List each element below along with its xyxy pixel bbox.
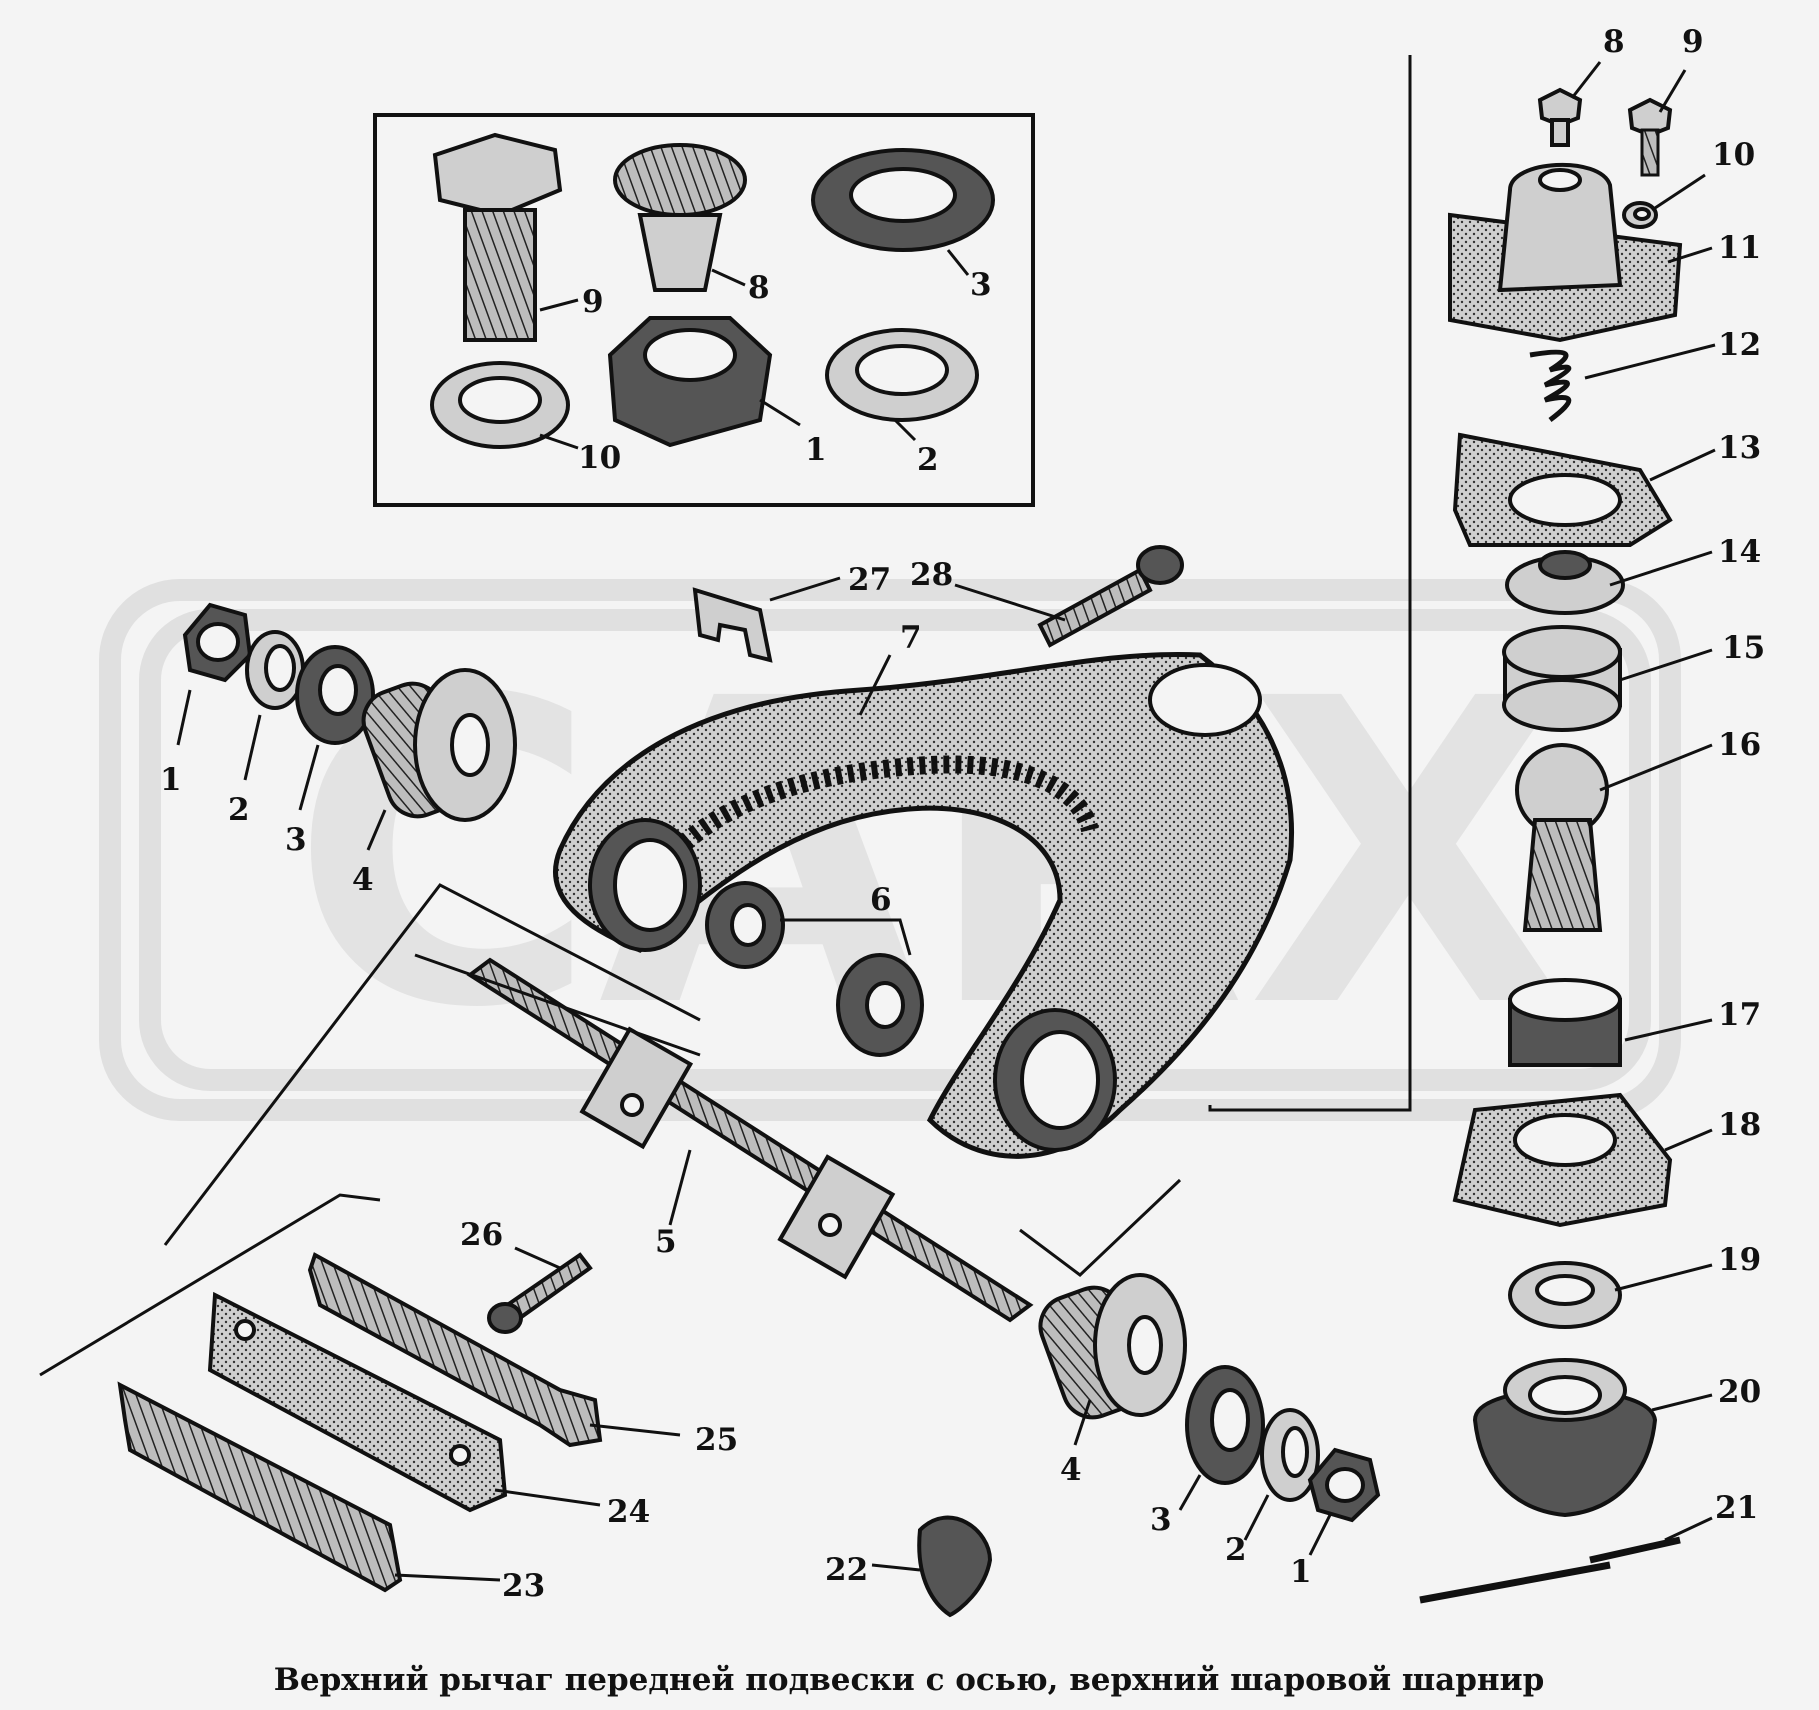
spring-washer-right-icon [1260, 1408, 1320, 1502]
callout-arm-28: 28 [910, 557, 953, 593]
spring-washer-10-icon [430, 361, 570, 449]
callout-plate-24: 24 [607, 1494, 650, 1530]
callout-labels: 9 8 3 10 1 2 1 2 3 4 27 28 7 6 5 26 25 2… [160, 24, 1765, 1604]
cover-11-icon [1448, 162, 1683, 343]
seat-14-icon [1505, 550, 1625, 615]
lock-washer-10-icon [1622, 201, 1658, 229]
nut-left-icon [182, 602, 253, 683]
callout-joint-20: 20 [1718, 1374, 1761, 1410]
bushing-right-icon [1038, 1273, 1187, 1420]
callout-inset-8: 8 [748, 270, 770, 306]
screw-9-icon [1627, 97, 1673, 177]
nut-right-icon [1307, 1447, 1381, 1523]
callout-arm-6: 6 [870, 882, 892, 918]
inset-frame [373, 113, 1035, 507]
ring-19-icon [1508, 1261, 1622, 1329]
housing-18-icon [1452, 1092, 1673, 1228]
callout-inset-1: 1 [805, 432, 827, 468]
lock-plate-23-icon [117, 1381, 403, 1593]
bolt-9-icon [432, 132, 563, 342]
callout-inset-9: 9 [582, 284, 604, 320]
bushing-left-icon [361, 668, 517, 822]
bolt-8-icon [613, 143, 747, 292]
clip-27-icon [692, 587, 773, 663]
callout-shaft-5: 5 [655, 1224, 677, 1260]
spring-washer-left-icon [245, 630, 305, 710]
gasket-13-icon [1452, 432, 1673, 547]
callout-inset-3: 3 [970, 267, 992, 303]
assembly-guide-lines [39, 55, 1412, 1377]
callout-joint-9: 9 [1682, 24, 1704, 60]
callout-plate-23: 23 [502, 1568, 545, 1604]
callout-right-4: 4 [1060, 1452, 1082, 1488]
callout-joint-15: 15 [1722, 630, 1765, 666]
callout-left-3: 3 [285, 822, 307, 858]
bolt-26-icon [487, 1252, 593, 1334]
flat-washer-left-icon [295, 645, 375, 745]
callout-joint-16: 16 [1718, 727, 1761, 763]
callout-joint-11: 11 [1718, 230, 1761, 266]
diagram-caption: Верхний рычаг передней подвески с осью, … [274, 1662, 1545, 1698]
shaft-5 [466, 957, 1034, 1323]
callout-joint-18: 18 [1718, 1107, 1761, 1143]
callout-joint-8: 8 [1603, 24, 1625, 60]
screw-8-icon [1537, 87, 1583, 147]
flat-washer-right-icon [1185, 1365, 1265, 1485]
fasteners-inset [373, 113, 1035, 507]
lock-plate-25-icon [307, 1252, 603, 1448]
bushing-17-icon [1508, 978, 1622, 1067]
callout-inset-2: 2 [917, 442, 939, 478]
pins-21-icon [1419, 1536, 1681, 1604]
lock-plate-24-icon [207, 1291, 508, 1513]
callout-arm-7: 7 [900, 620, 922, 656]
flat-washer-3-icon [811, 148, 995, 252]
spring-washer-2-icon [825, 328, 979, 422]
ball-pin-16-icon [1515, 743, 1609, 932]
callout-right-2: 2 [1225, 1532, 1247, 1568]
spring-12-icon [1529, 349, 1572, 422]
callout-joint-10: 10 [1712, 137, 1755, 173]
callout-joint-17: 17 [1718, 997, 1761, 1033]
right-bushing-set [1038, 1273, 1381, 1556]
ball-joint-stack [1419, 61, 1716, 1604]
callout-inset-10: 10 [578, 440, 621, 476]
left-bushing-set [176, 602, 517, 851]
callout-right-3: 3 [1150, 1502, 1172, 1538]
callout-joint-13: 13 [1718, 430, 1761, 466]
bolt-28-icon [1037, 545, 1184, 648]
callout-joint-19: 19 [1718, 1242, 1761, 1278]
nut-1-icon [607, 316, 773, 448]
callout-left-2: 2 [228, 792, 250, 828]
callout-left-1: 1 [160, 762, 182, 798]
callout-cap-22: 22 [825, 1552, 868, 1588]
upper-arm-7 [552, 651, 1294, 1159]
callout-joint-12: 12 [1718, 327, 1761, 363]
callout-joint-21: 21 [1715, 1490, 1758, 1526]
callout-right-1: 1 [1290, 1554, 1312, 1590]
washers-6 [705, 881, 924, 1057]
callout-joint-14: 14 [1718, 534, 1761, 570]
callout-bolt-26: 26 [460, 1217, 503, 1253]
callout-plate-25: 25 [695, 1422, 738, 1458]
insert-15-icon [1502, 625, 1622, 732]
callout-arm-27: 27 [848, 562, 891, 598]
cap-22-icon [917, 1515, 993, 1618]
boot-20-icon [1472, 1358, 1658, 1518]
callout-left-4: 4 [352, 862, 374, 898]
